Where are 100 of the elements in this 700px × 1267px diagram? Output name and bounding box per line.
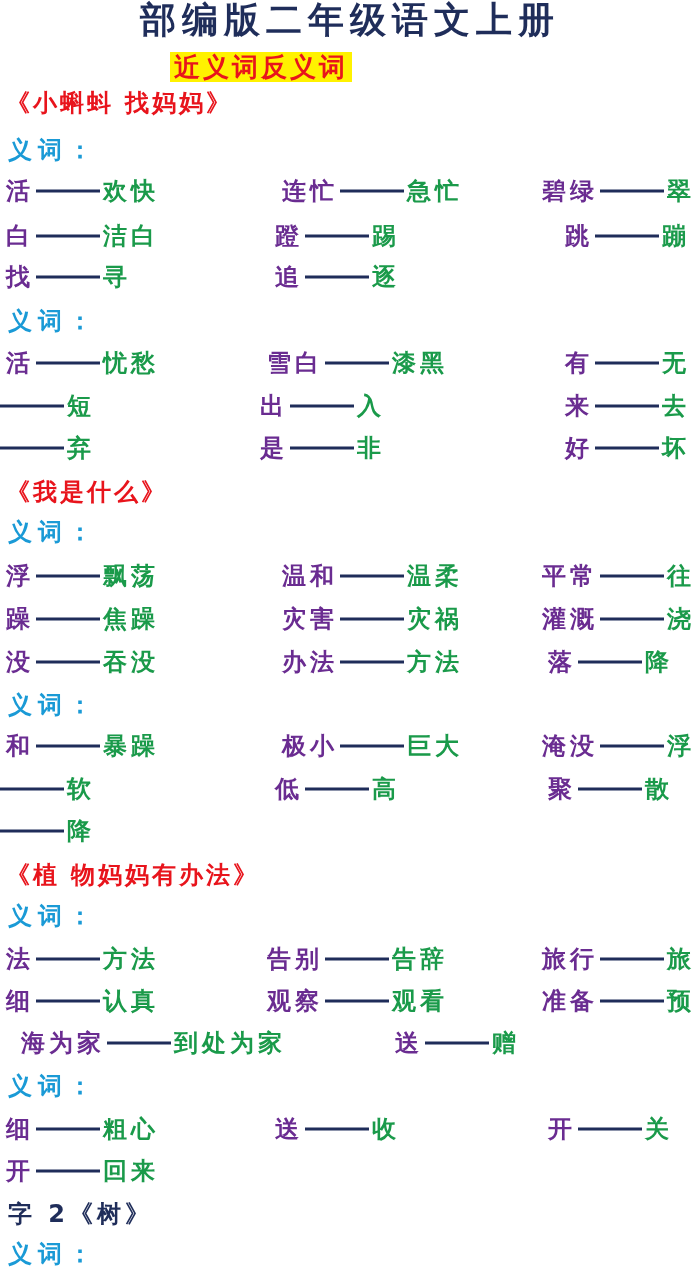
paired-word: 灾祸 [407,604,463,634]
section-heading: 义词： [8,517,98,547]
section-heading: 义词： [8,1239,98,1267]
connector-line [425,1041,489,1045]
word: 跳 [565,221,593,251]
connector-line [600,574,664,578]
word: 出 [260,391,288,421]
paired-word: 飘荡 [103,561,159,591]
connector-line [600,957,664,961]
paired-word: 散 [645,774,673,804]
paired-word: 预 [667,986,695,1016]
connector-line [578,660,642,664]
word: 低 [275,774,303,804]
paired-word: 粗心 [103,1114,159,1144]
connector-line [325,361,389,365]
word: 开 [548,1114,576,1144]
paired-word: 吞没 [103,647,159,677]
word: 极小 [282,731,338,761]
connector-line [36,957,100,961]
connector-line [600,744,664,748]
word: 好 [565,433,593,463]
word: 送 [275,1114,303,1144]
section-heading: 义词： [8,135,98,165]
word: 浮 [6,561,34,591]
section-heading: 义词： [8,1071,98,1101]
connector-line [36,234,100,238]
connector-line [36,999,100,1003]
paired-word: 认真 [103,986,159,1016]
connector-line [36,1127,100,1131]
paired-word: 高 [372,774,400,804]
section-heading: 义词： [8,306,98,336]
connector-line [36,1169,100,1173]
connector-line [0,787,64,791]
page-title: 部编版二年级语文上册 [138,0,561,40]
connector-line [600,999,664,1003]
word: 雪白 [267,348,323,378]
word: 开 [6,1156,34,1186]
word: 落 [548,647,576,677]
connector-line [578,1127,642,1131]
word: 送 [395,1028,423,1058]
word: 连忙 [282,176,338,206]
connector-line [595,234,659,238]
connector-line [600,189,664,193]
paired-word: 逐 [372,262,400,292]
word: 白 [6,221,34,251]
paired-word: 浇 [667,604,695,634]
connector-line [340,660,404,664]
paired-word: 赠 [492,1028,520,1058]
word: 温和 [282,561,338,591]
paired-word: 方法 [103,944,159,974]
word: 灾害 [282,604,338,634]
word: 聚 [548,774,576,804]
paired-word: 忧愁 [103,348,159,378]
paired-word: 急忙 [407,176,463,206]
connector-line [305,234,369,238]
connector-line [595,404,659,408]
word: 海为家 [21,1028,105,1058]
lesson-heading: 《小蝌蚪 找妈妈》 [6,88,234,118]
connector-line [325,999,389,1003]
paired-word: 无 [662,348,690,378]
connector-line [595,446,659,450]
connector-line [36,275,100,279]
word: 有 [565,348,593,378]
connector-line [305,787,369,791]
connector-line [36,744,100,748]
word: 活 [6,348,34,378]
subtitle-banner: 近义词反义词 [170,52,352,82]
word: 法 [6,944,34,974]
connector-line [0,446,64,450]
connector-line [36,660,100,664]
paired-word: 暴躁 [103,731,159,761]
connector-line [36,189,100,193]
word: 平常 [542,561,598,591]
paired-word: 洁白 [103,221,159,251]
word: 活 [6,176,34,206]
connector-line [340,744,404,748]
connector-line [305,1127,369,1131]
paired-word: 降 [67,816,95,846]
word: 细 [6,986,34,1016]
lesson-heading: 《我是什么》 [6,477,168,507]
paired-word: 弃 [67,433,95,463]
paired-word: 收 [372,1114,400,1144]
word: 追 [275,262,303,292]
paired-word: 浮 [667,731,695,761]
section-heading: 义词： [8,690,98,720]
paired-word: 观看 [392,986,448,1016]
word: 碧绿 [542,176,598,206]
connector-line [340,574,404,578]
lesson-heading: 字 2《树》 [8,1199,154,1229]
word: 淹没 [542,731,598,761]
word: 躁 [6,604,34,634]
connector-line [36,574,100,578]
paired-word: 欢快 [103,176,159,206]
word: 准备 [542,986,598,1016]
connector-line [0,404,64,408]
word: 来 [565,391,593,421]
connector-line [36,361,100,365]
connector-line [290,404,354,408]
word: 和 [6,731,34,761]
paired-word: 坏 [662,433,690,463]
